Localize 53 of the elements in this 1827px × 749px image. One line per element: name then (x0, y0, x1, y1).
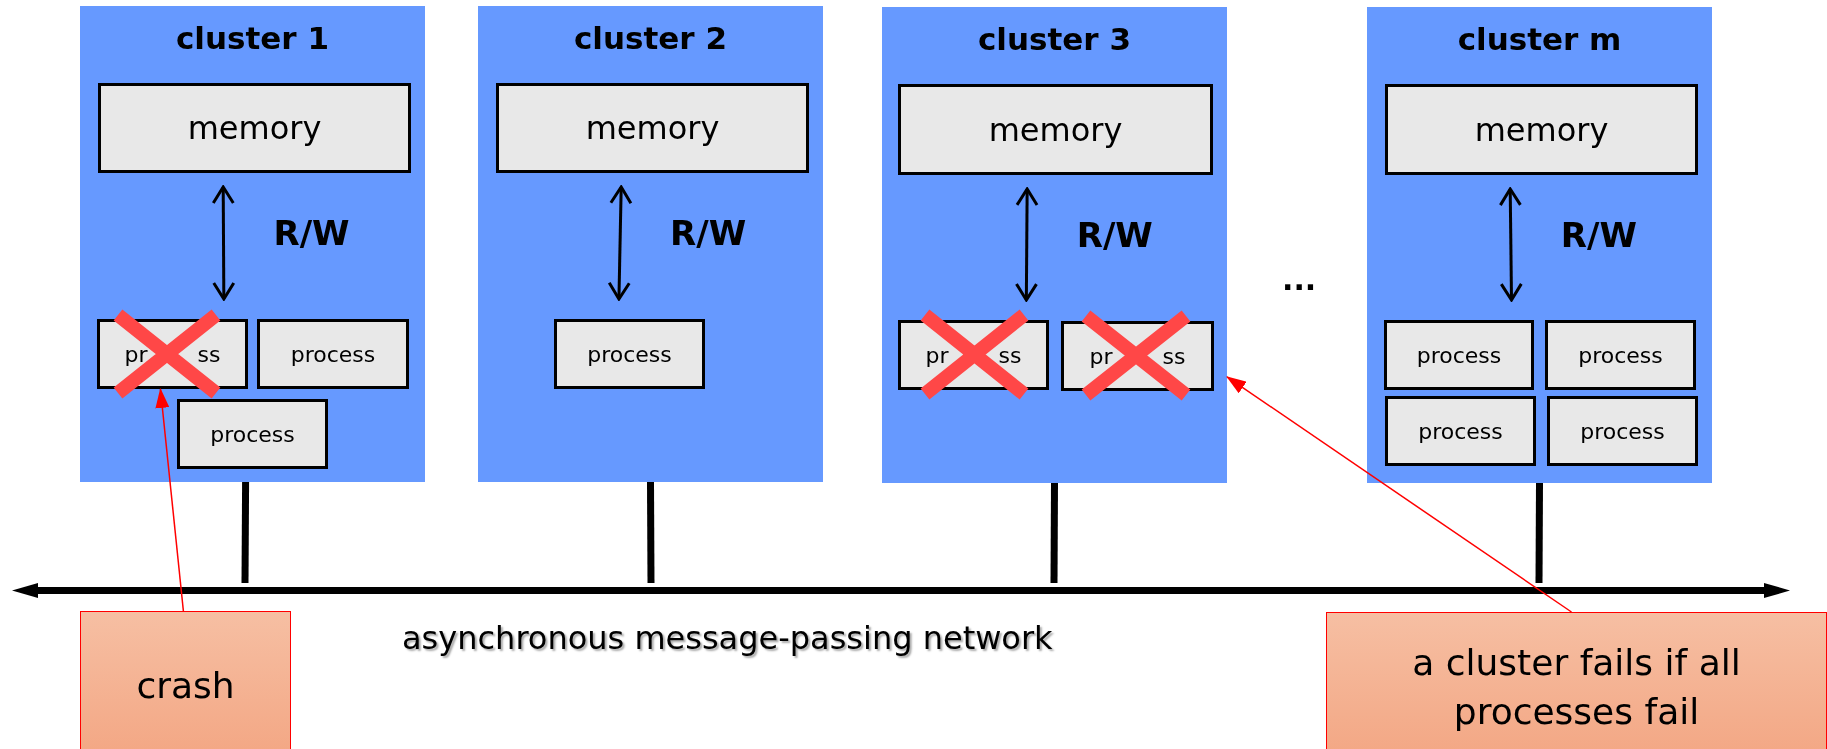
memory-box (98, 83, 411, 173)
process-label: process (210, 421, 295, 447)
process-label: pr (1089, 343, 1113, 369)
memory-label: memory (585, 109, 720, 147)
callout-box (1326, 612, 1827, 749)
process-label: pr (124, 341, 148, 367)
cluster-heading: cluster m (1456, 21, 1623, 57)
cluster-heading: cluster 3 (977, 21, 1132, 57)
process-label: ss (998, 342, 1022, 368)
callout-text: a cluster fails if all processes fail (1411, 640, 1742, 734)
cluster-panel (80, 6, 425, 482)
process-label: process (1418, 418, 1503, 444)
process-box (177, 399, 328, 469)
memory-box (496, 83, 809, 173)
memory-label: memory (1474, 110, 1609, 149)
process-label: process (1416, 342, 1502, 368)
leader-arrow (1226, 376, 1573, 613)
memory-label: memory (988, 110, 1123, 149)
edge-label: R/W (670, 213, 747, 253)
cluster-panel (1367, 7, 1712, 483)
network-label: asynchronous message-passing network (402, 619, 1053, 657)
memory-box (898, 84, 1213, 175)
process-label: ss (1162, 343, 1186, 369)
cluster-heading: cluster 1 (175, 20, 330, 56)
cluster-panel (882, 7, 1227, 483)
double-arrow (1498, 187, 1523, 302)
double-arrow (211, 185, 236, 301)
process-box (1545, 320, 1696, 390)
cluster-panel (478, 6, 823, 482)
memory-box (1385, 84, 1698, 175)
edge-label: R/W (273, 213, 350, 253)
process-label: ss (197, 341, 221, 367)
process-box (554, 319, 705, 389)
process-box (1547, 396, 1698, 466)
double-arrow (607, 185, 633, 301)
connector-line (241, 481, 250, 584)
process-box (1384, 320, 1534, 390)
leader-arrow (155, 388, 185, 612)
double-arrow (1014, 187, 1039, 302)
memory-label: memory (187, 109, 322, 147)
process-box (257, 319, 409, 389)
process-label: process (587, 341, 672, 367)
cluster-heading: cluster 2 (573, 20, 728, 56)
edge-label: R/W (1560, 214, 1637, 255)
process-label: process (1580, 418, 1665, 444)
process-label: process (290, 341, 376, 367)
process-box (1385, 396, 1536, 466)
callout-text: crash (136, 664, 235, 709)
edge-label: R/W (1076, 214, 1153, 255)
ellipsis-text: ... (1282, 262, 1317, 297)
callout-box (80, 611, 291, 749)
process-label: process (1578, 342, 1663, 368)
process-label: pr (925, 342, 949, 368)
